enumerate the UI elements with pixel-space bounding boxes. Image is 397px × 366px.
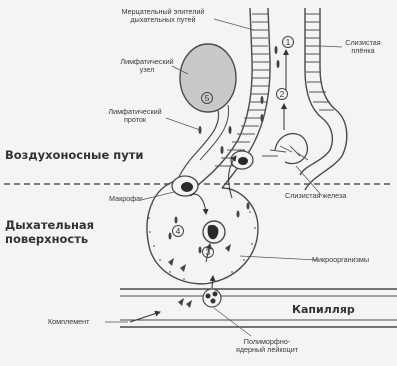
macrophage-cell (231, 151, 253, 169)
label-mucous-membrane: Слизистая плёнка (338, 39, 388, 56)
step-number-4: 4 (172, 225, 184, 237)
capillary-vessel (120, 289, 397, 327)
label-airways: Воздухоносные пути (5, 148, 143, 162)
step-number-1: 1 (282, 36, 294, 48)
step-number-2: 2 (276, 88, 288, 100)
step-number-3: 3 (202, 246, 214, 258)
label-mucous-gland: Слизистая железа (285, 192, 346, 200)
pmn-leukocyte-cell (203, 289, 221, 307)
macrophage-cell (172, 176, 198, 196)
mucous-gland (275, 134, 307, 164)
label-epithelium: Мерцательный эпителий дыхательных путей (88, 8, 238, 25)
label-complement: Комплемент (48, 318, 89, 326)
label-lymph-node: Лимфатический узел (112, 58, 182, 75)
label-microorganisms: Микроорганизмы (312, 256, 369, 264)
step-number-5: 5 (201, 92, 213, 104)
label-respiratory-surface: Дыхательная поверхность (5, 218, 94, 246)
label-pmn-leukocyte: Полиморфно- ядерный лейкоцит (222, 338, 312, 355)
label-lymph-duct: Лимфатический проток (100, 108, 170, 125)
label-macrophage: Макрофаг (109, 195, 143, 203)
label-capillary: Капилляр (292, 303, 355, 316)
macrophage-cell (203, 221, 225, 243)
